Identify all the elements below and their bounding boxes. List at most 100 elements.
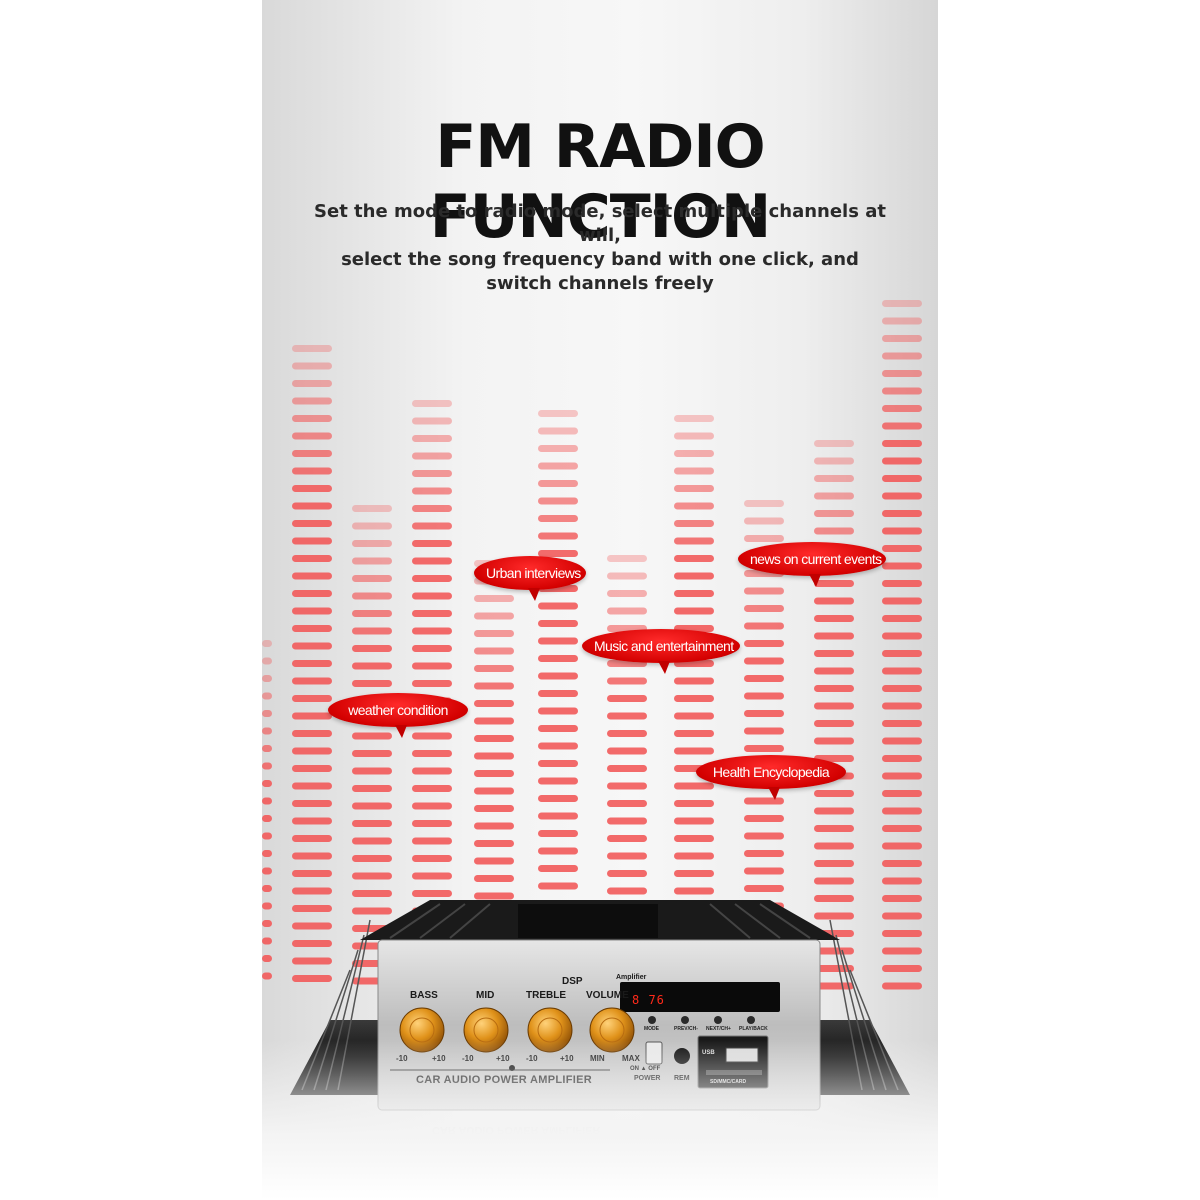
eq-bar-segment <box>262 867 272 875</box>
eq-bar-segment <box>292 677 332 685</box>
eq-bar-segment <box>262 972 272 980</box>
eq-bar-segment <box>474 665 514 672</box>
eq-bar-segment <box>607 782 647 790</box>
eq-bar-segment <box>292 432 332 440</box>
bubble-urban-interviews: Urban interviews <box>474 556 586 601</box>
eq-bar-segment <box>814 737 854 745</box>
eq-bar-segment <box>538 462 578 470</box>
bass-scale-max: +10 <box>432 1054 446 1063</box>
eq-bar-segment <box>292 835 332 842</box>
eq-bar-segment <box>262 780 272 787</box>
eq-bar-segment <box>412 540 452 547</box>
eq-bar-segment <box>352 610 392 617</box>
eq-bar-segment <box>674 555 714 562</box>
eq-bar-segment <box>882 615 922 622</box>
eq-bar-segment <box>674 800 714 807</box>
eq-bar-segment <box>882 930 922 937</box>
eq-bar-segment <box>882 755 922 762</box>
subtext-line-3: switch channels freely <box>486 273 714 294</box>
eq-bar-segment <box>607 887 647 895</box>
eq-bar-segment <box>882 912 922 920</box>
eq-bar-segment <box>352 645 392 652</box>
eq-bar-segment <box>262 937 272 945</box>
eq-bar-segment <box>744 727 784 735</box>
eq-bar-segment <box>292 730 332 737</box>
eq-bar-segment <box>412 872 452 880</box>
eq-bar-segment <box>292 957 332 965</box>
eq-bar-segment <box>744 692 784 700</box>
volume-scale-max: MAX <box>622 1054 640 1063</box>
eq-bar-segment <box>744 605 784 612</box>
eq-bar-segment <box>814 475 854 482</box>
knob-volume <box>589 1007 635 1053</box>
eq-bar-segment <box>352 522 392 530</box>
eq-bar-segment <box>412 487 452 495</box>
eq-bar-segment <box>538 760 578 767</box>
amp-reflection: CAR AUDIO POWER AMPLIFIER <box>432 1124 601 1136</box>
eq-bar-segment <box>814 842 854 850</box>
eq-bar-segment <box>292 817 332 825</box>
eq-bar-segment <box>292 502 332 510</box>
eq-bar-segment <box>352 662 392 670</box>
eq-bar-segment <box>538 637 578 645</box>
bubble-weather-condition: weather condition <box>328 693 468 738</box>
eq-bar-segment <box>292 800 332 807</box>
eq-bar-segment <box>814 720 854 727</box>
eq-bar-segment <box>538 725 578 732</box>
eq-bar-segment <box>474 595 514 602</box>
car-amplifier: DSP Amplifier BASS MID TREBLE VOLUME -10… <box>290 890 910 1120</box>
eq-bar-segment <box>292 362 332 370</box>
eq-bar-segment <box>292 467 332 475</box>
eq-bar-segment <box>744 867 784 875</box>
eq-bar-segment <box>352 855 392 862</box>
eq-bar-segment <box>538 882 578 890</box>
knob-treble <box>527 1007 573 1053</box>
eq-bar-segment <box>882 440 922 447</box>
eq-bar-segment <box>474 822 514 830</box>
eq-bar-segment <box>674 712 714 720</box>
eq-bar-segment <box>292 940 332 947</box>
eq-bar-segment <box>412 505 452 512</box>
eq-bar-segment <box>262 832 272 840</box>
eq-bar-segment <box>744 710 784 717</box>
eq-bar-segment <box>814 982 854 990</box>
eq-bar-segment <box>538 742 578 750</box>
eq-bar-segment <box>607 677 647 685</box>
eq-bar-segment <box>292 887 332 895</box>
eq-bar-segment <box>262 885 272 892</box>
eq-bar-segment <box>607 817 647 825</box>
eq-bar-segment <box>674 607 714 615</box>
eq-bar-segment <box>352 820 392 827</box>
eq-bar-segment <box>744 640 784 647</box>
eq-bar-segment <box>352 750 392 757</box>
eq-bar-segment <box>474 612 514 620</box>
eq-bar-segment <box>262 710 272 717</box>
eq-bar-segment <box>538 795 578 802</box>
eq-bar-segment <box>292 397 332 405</box>
eq-bar-segment <box>814 790 854 797</box>
eq-bar-segment <box>412 575 452 582</box>
eq-bar-segment <box>292 537 332 545</box>
eq-bar-segment <box>814 667 854 675</box>
eq-bar-segment <box>882 510 922 517</box>
eq-bar-segment <box>674 887 714 895</box>
poster-canvas: FM RADIO FUNCTION Set the mode to radio … <box>262 0 938 1200</box>
eq-bar-segment <box>262 675 272 682</box>
eq-bar-segment <box>882 877 922 885</box>
eq-bar-segment <box>882 422 922 430</box>
eq-bar-segment <box>292 607 332 615</box>
eq-bar-segment <box>814 580 854 587</box>
eq-bar-segment <box>814 825 854 832</box>
eq-bar-segment <box>814 685 854 692</box>
eq-bar-segment <box>882 772 922 780</box>
eq-bar-segment <box>607 870 647 877</box>
subtext-line-1: Set the mode to radio mode, select multi… <box>314 201 886 246</box>
treble-label: TREBLE <box>526 990 566 1001</box>
eq-bar-segment <box>814 860 854 867</box>
eq-bar-segment <box>882 667 922 675</box>
bubble-news-on-current-events: news on current events <box>738 542 886 587</box>
power-switch-label: ON ▲ OFF <box>630 1066 661 1072</box>
eq-bar-segment <box>607 800 647 807</box>
eq-bar-segment <box>814 510 854 517</box>
eq-bar-segment <box>474 840 514 847</box>
